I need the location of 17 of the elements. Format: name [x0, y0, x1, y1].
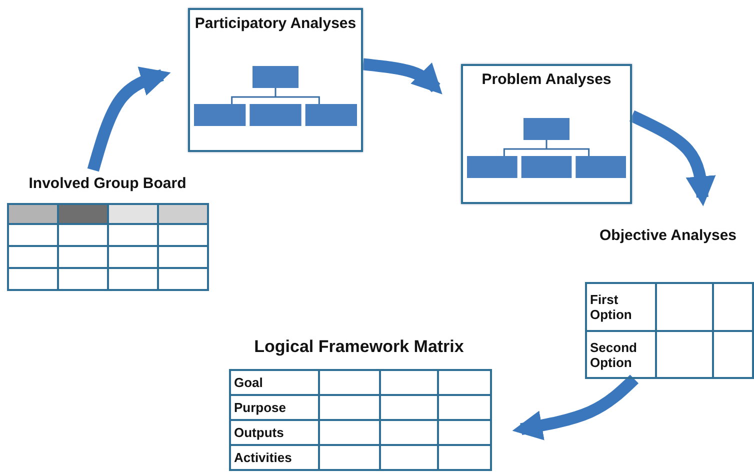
row-label: Goal — [234, 375, 263, 390]
process-box — [461, 64, 632, 204]
row-label: First Option — [590, 292, 633, 322]
process-box — [188, 8, 363, 152]
row-label: Activities — [234, 450, 292, 465]
row-label: Outputs — [234, 425, 284, 440]
box-title: Participatory Analyses — [194, 14, 357, 33]
row-label: Second Option — [590, 340, 638, 370]
table-title: Involved Group Board — [28, 174, 188, 193]
curved-arrow — [362, 58, 442, 94]
table-title: Logical Framework Matrix — [253, 337, 465, 356]
table-title: Objective Analyses — [598, 226, 738, 245]
curved-arrow — [512, 374, 638, 440]
box-title: Problem Analyses — [480, 70, 612, 89]
curved-arrow — [629, 110, 716, 206]
row-label: Purpose — [234, 400, 286, 415]
curved-arrow — [87, 66, 171, 172]
